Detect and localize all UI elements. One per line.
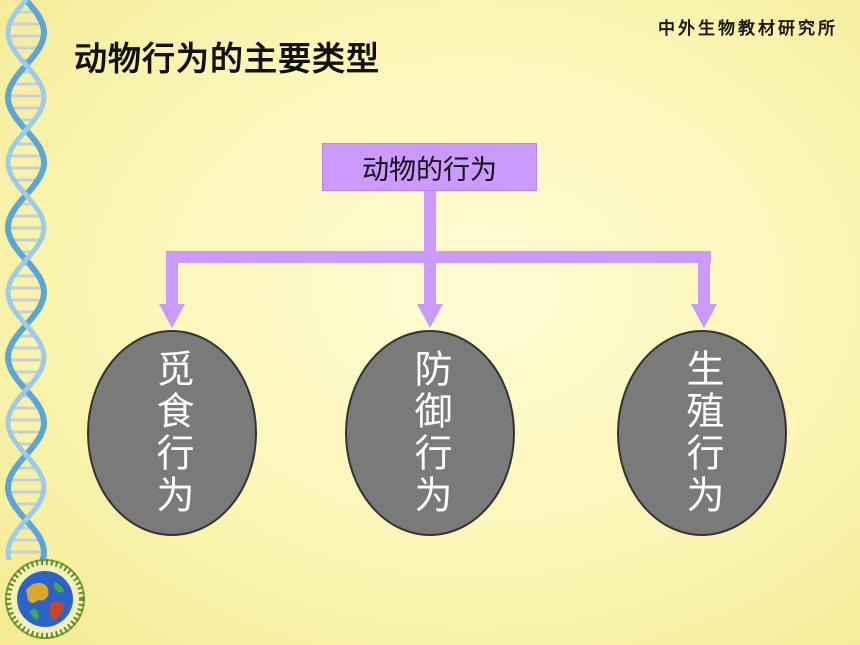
- page-title: 动物行为的主要类型: [74, 39, 380, 78]
- child-node-defense: 防御行为: [345, 330, 515, 536]
- child-node-label: 觅食行为: [150, 349, 194, 517]
- arrow-head-1: [417, 304, 443, 328]
- child-node-feeding: 觅食行为: [87, 330, 257, 536]
- connector-stem: [424, 191, 436, 251]
- arrow-head-2: [691, 304, 717, 328]
- arrow-head-0: [159, 304, 185, 328]
- root-node-label: 动物的行为: [362, 154, 497, 186]
- connector-drop-0: [166, 251, 178, 306]
- organization-name: 中外生物教材研究所: [658, 19, 838, 39]
- connector-drop-1: [424, 251, 436, 306]
- connector-bar: [166, 251, 711, 263]
- connector-drop-2: [698, 251, 710, 306]
- child-node-reproduction: 生殖行为: [617, 330, 787, 536]
- child-node-label: 防御行为: [408, 349, 452, 517]
- root-node: 动物的行为: [322, 143, 537, 191]
- child-node-label: 生殖行为: [680, 349, 724, 517]
- dna-helix-icon: [4, 0, 48, 560]
- globe-logo-icon: [5, 559, 85, 639]
